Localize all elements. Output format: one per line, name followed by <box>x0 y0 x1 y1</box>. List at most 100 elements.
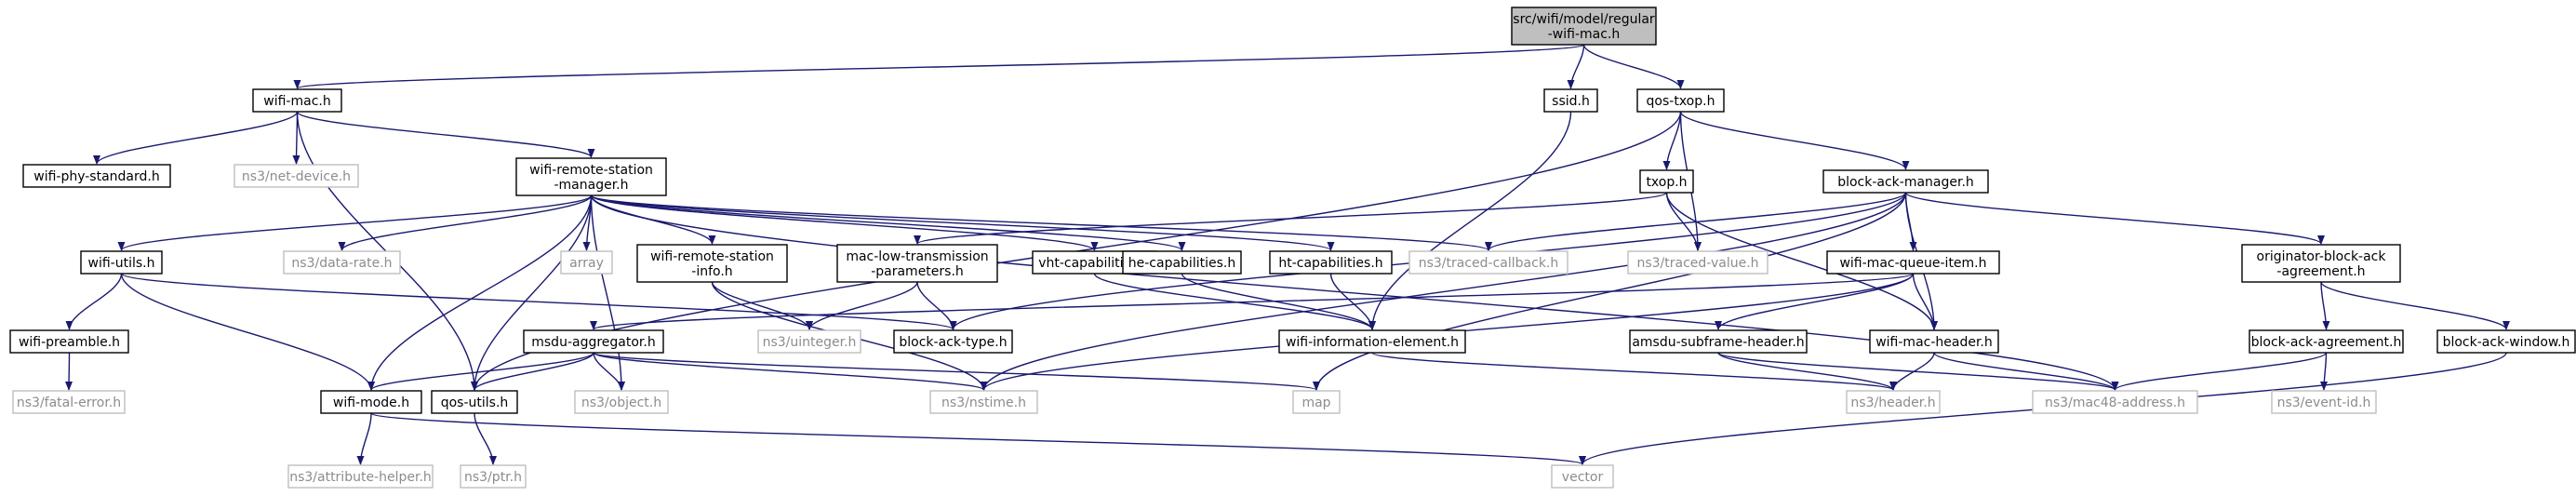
edge-wmh-to-mac48 <box>1933 352 2119 391</box>
edge-wmh-to-header <box>1889 352 1935 391</box>
node-array[interactable]: array <box>560 250 613 275</box>
node-qos-txop[interactable]: qos-txop.h <box>1636 88 1725 113</box>
node-box <box>1629 329 1808 354</box>
node-box <box>1822 169 1989 194</box>
edge-amsdu-to-header <box>1717 352 1897 391</box>
node-attribute-helper[interactable]: ns3/attribute-helper.h <box>287 464 434 489</box>
node-vector[interactable]: vector <box>1551 464 1614 489</box>
edge-bam-to-traced-callback <box>1485 192 1907 251</box>
edge-msdu-to-wifi-mode <box>367 352 594 391</box>
node-layer: src/wifi/model/regular-wifi-mac.h wifi-ma… <box>9 7 2576 489</box>
node-qos-utils[interactable]: qos-utils.h <box>431 390 518 414</box>
node-net-device[interactable]: ns3/net-device.h <box>234 164 359 188</box>
node-bam[interactable]: block-ack-manager.h <box>1822 169 1989 194</box>
node-header[interactable]: ns3/header.h <box>1846 390 1941 414</box>
node-ptr[interactable]: ns3/ptr.h <box>460 464 527 489</box>
node-box <box>2032 390 2198 414</box>
node-box <box>929 390 1038 414</box>
node-label: he-capabilities.h <box>1128 256 1235 271</box>
node-box <box>2436 329 2576 354</box>
edge-wifi-utils-to-wifi-preamble <box>65 273 123 330</box>
node-box <box>12 390 126 414</box>
node-baa[interactable]: block-ack-agreement.h <box>2249 329 2404 354</box>
edge-wifi-mac-to-wifi-phy-standard <box>93 111 299 165</box>
node-wifi-mode[interactable]: wifi-mode.h <box>320 390 422 414</box>
node-wrsm[interactable]: wifi-remote-station-manager.h <box>515 157 667 196</box>
node-label: wifi-preamble.h <box>19 335 120 350</box>
edge-wrsm-to-data-rate <box>338 194 593 251</box>
node-label: wifi-mac-header.h <box>1875 335 1993 350</box>
node-data-rate[interactable]: ns3/data-rate.h <box>283 250 401 275</box>
node-box <box>523 329 664 354</box>
node-block-ack-type[interactable]: block-ack-type.h <box>893 329 1013 354</box>
node-wrsi[interactable]: wifi-remote-station-info.h <box>636 244 788 283</box>
edge-wifi-mode-to-vector <box>370 412 1586 465</box>
node-label: wifi-remote-station <box>650 249 774 264</box>
node-ht[interactable]: ht-capabilities.h <box>1269 250 1393 275</box>
node-wifi-phy-standard[interactable]: wifi-phy-standard.h <box>22 164 171 188</box>
node-wmh[interactable]: wifi-mac-header.h <box>1869 329 1999 354</box>
node-label: ssid.h <box>1552 94 1590 109</box>
node-label: -parameters.h <box>871 264 964 279</box>
edge-wifi-utils-to-block-ack-type <box>120 273 957 330</box>
edge-wie-to-header <box>1371 352 1897 391</box>
node-label: qos-utils.h <box>441 395 509 410</box>
node-label: block-ack-agreement.h <box>2251 335 2402 350</box>
node-wie[interactable]: wifi-information-element.h <box>1278 329 1466 354</box>
node-box <box>893 329 1013 354</box>
node-label: wifi-phy-standard.h <box>33 169 159 184</box>
node-label: block-ack-window.h <box>2443 335 2570 350</box>
node-wmqi[interactable]: wifi-mac-queue-item.h <box>1826 250 2000 275</box>
node-box <box>836 244 998 283</box>
node-baw[interactable]: block-ack-window.h <box>2436 329 2576 354</box>
edge-mltp-to-uinteger <box>806 281 918 330</box>
node-root[interactable]: src/wifi/model/regular-wifi-mac.h <box>1511 7 1657 46</box>
node-box <box>1846 390 1941 414</box>
node-box <box>574 390 669 414</box>
node-msdu[interactable]: msdu-aggregator.h <box>523 329 664 354</box>
edge-he-to-wie <box>1181 273 1376 330</box>
node-object[interactable]: ns3/object.h <box>574 390 669 414</box>
node-box <box>1511 7 1657 46</box>
node-label: mac-low-transmission <box>846 249 988 264</box>
node-event-id[interactable]: ns3/event-id.h <box>2271 390 2377 414</box>
node-box <box>2249 329 2404 354</box>
edge-wrsm-to-traced-callback <box>590 194 1492 251</box>
edge-wrsm-to-wifi-mode <box>367 194 593 391</box>
node-label: wifi-utils.h <box>88 256 155 271</box>
edge-baa-to-mac48 <box>2111 352 2328 391</box>
node-txop[interactable]: txop.h <box>1639 169 1694 194</box>
node-amsdu[interactable]: amsdu-subframe-header.h <box>1629 329 1808 354</box>
node-uinteger[interactable]: ns3/uinteger.h <box>757 329 861 354</box>
node-map[interactable]: map <box>1292 390 1341 414</box>
node-wifi-mac[interactable]: wifi-mac.h <box>252 88 342 113</box>
node-traced-value[interactable]: ns3/traced-value.h <box>1627 250 1768 275</box>
node-wifi-utils[interactable]: wifi-utils.h <box>80 250 163 275</box>
node-fatal-error[interactable]: ns3/fatal-error.h <box>12 390 126 414</box>
node-traced-callback[interactable]: ns3/traced-callback.h <box>1408 250 1568 275</box>
node-box <box>234 164 359 188</box>
node-ssid[interactable]: ssid.h <box>1543 88 1598 113</box>
edge-root-to-ssid <box>1567 44 1585 89</box>
node-label: ns3/data-rate.h <box>291 256 392 271</box>
node-box <box>431 390 518 414</box>
node-mac48[interactable]: ns3/mac48-address.h <box>2032 390 2198 414</box>
node-box <box>1826 250 2000 275</box>
node-label: ns3/traced-callback.h <box>1419 256 1559 271</box>
node-nstime[interactable]: ns3/nstime.h <box>929 390 1038 414</box>
edge-wifi-mac-to-wrsm <box>296 111 595 158</box>
edge-mltp-to-block-ack-type <box>916 281 957 330</box>
edge-wrsm-to-qos-utils <box>471 194 593 391</box>
node-oba[interactable]: originator-block-ack-agreement.h <box>2241 244 2401 283</box>
node-mltp[interactable]: mac-low-transmission-parameters.h <box>836 244 998 283</box>
edge-bam-to-oba <box>1904 192 2325 245</box>
node-label: wifi-mac-queue-item.h <box>1839 256 1986 271</box>
node-box <box>1408 250 1568 275</box>
node-wifi-preamble[interactable]: wifi-preamble.h <box>9 329 129 354</box>
edge-root-to-wifi-mac <box>294 44 1585 89</box>
node-box <box>636 244 788 283</box>
node-box <box>1627 250 1768 275</box>
node-label: qos-txop.h <box>1647 94 1715 109</box>
edge-msdu-to-qos-utils <box>471 352 594 391</box>
node-he[interactable]: he-capabilities.h <box>1122 250 1242 275</box>
